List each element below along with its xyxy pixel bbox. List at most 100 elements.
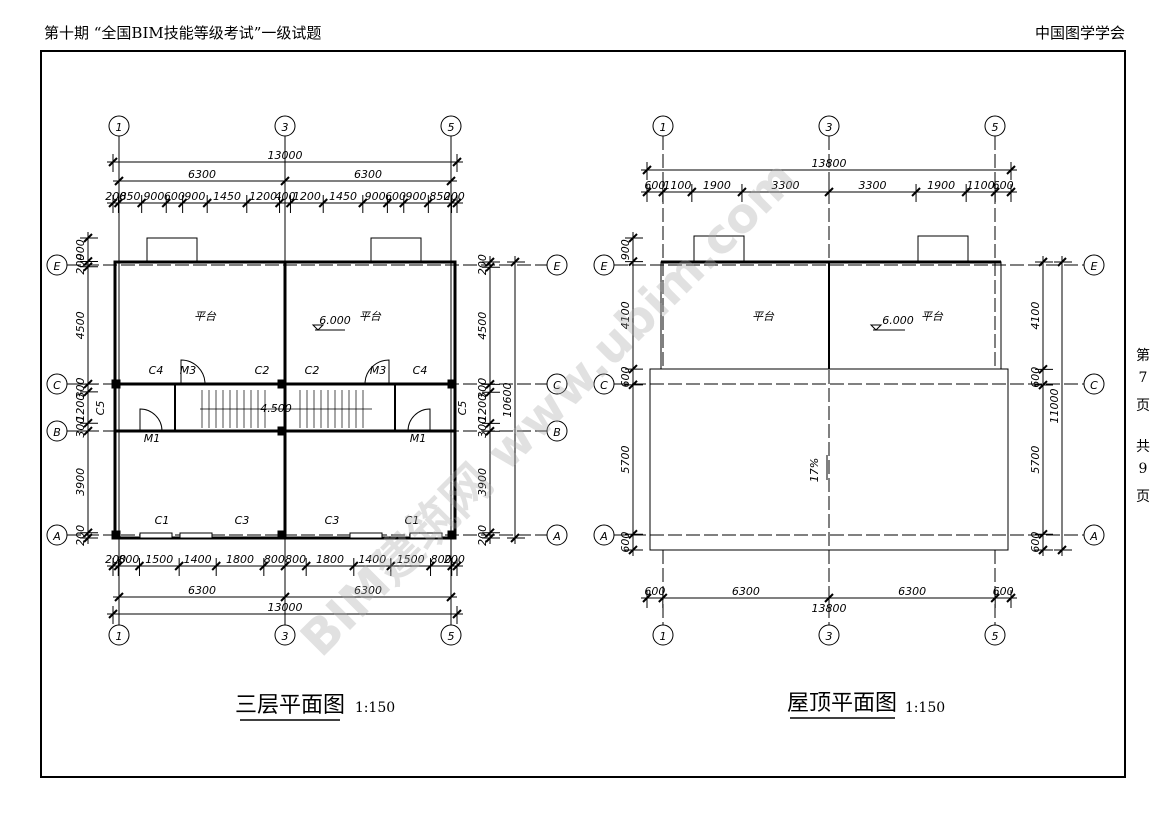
dimension-text: 6300 [188, 584, 216, 597]
dimension-text: 1100 [663, 179, 691, 192]
exam-title: 第十期 “全国BIM技能等级考试”一级试题 [44, 24, 322, 42]
elevation-label: 6.000 [882, 314, 914, 327]
plan-title: 三层平面图 [235, 693, 345, 718]
axis-label: 1 [116, 630, 123, 643]
window-c1 [409, 532, 443, 539]
dimension-text: 200 [74, 525, 87, 546]
axis-bubble [984, 624, 1006, 646]
dimension-text: 600 [993, 585, 1014, 598]
axis-label: C [1090, 379, 1098, 392]
axis-bubble [593, 373, 615, 395]
room-label: 平台 [752, 310, 775, 323]
dimension-text: 800 [264, 553, 285, 566]
axis-bubble [440, 624, 462, 646]
dimension-text: 5700 [1029, 446, 1042, 474]
room-label: 平台 [359, 310, 382, 323]
dimension-text: 300 [74, 417, 87, 438]
dimension-text: 200 [74, 254, 87, 275]
room-label: 平台 [194, 310, 217, 323]
window-c3 [179, 532, 213, 539]
opening-label: C1 [405, 514, 420, 527]
axis-label: 3 [282, 121, 289, 134]
axis-label: A [599, 530, 608, 543]
page-total: 9 [1138, 461, 1148, 477]
dimension-text: 600 [1029, 532, 1042, 553]
balcony-box-left [146, 237, 198, 263]
dimension-text: 6300 [354, 168, 382, 181]
dimension-text: 300 [476, 417, 489, 438]
dimension-text: 6300 [732, 585, 760, 598]
page-label-ye2: 页 [1136, 489, 1150, 505]
dimension-text: 600 [993, 179, 1014, 192]
window-c1 [139, 532, 173, 539]
dimension-text: 300 [476, 378, 489, 399]
elevation-mark [311, 324, 345, 331]
axis-bubble [984, 115, 1006, 137]
dimension-text: 13800 [812, 157, 847, 170]
stair-elevation-label: 4.500 [260, 402, 292, 415]
axis-label: 5 [992, 121, 999, 134]
dimension-text: 850 [120, 190, 141, 203]
plan-scale: 1:150 [355, 700, 395, 716]
column [447, 379, 457, 389]
dimension-text: 800 [118, 553, 139, 566]
axis-bubble [1083, 524, 1105, 546]
dimension-text: 1200 [74, 394, 87, 422]
axis-bubble [818, 115, 840, 137]
elevation-label: 6.000 [319, 314, 351, 327]
dimension-text: 800 [431, 553, 452, 566]
plan-title: 屋顶平面图 [787, 691, 897, 716]
dimension-text: 13800 [812, 602, 847, 615]
door-swing-m3 [180, 359, 206, 385]
dimension-text: 4500 [74, 311, 87, 339]
axis-bubble [593, 254, 615, 276]
dimension-text: 6300 [354, 584, 382, 597]
opening-label: M1 [144, 432, 161, 445]
axis-bubble [108, 115, 130, 137]
opening-label: M3 [370, 364, 387, 377]
door-swing-m3 [364, 359, 390, 385]
axis-label: E [1091, 260, 1098, 273]
axis-bubble [274, 624, 296, 646]
axis-label: E [601, 260, 608, 273]
dimension-text: 900 [143, 190, 164, 203]
column [277, 530, 287, 540]
dimension-text: 1500 [397, 553, 425, 566]
roof-box-right [917, 235, 969, 263]
dimension-text: 3300 [859, 179, 887, 192]
opening-label: C4 [149, 364, 164, 377]
axis-bubble [546, 524, 568, 546]
axis-label: 5 [448, 121, 455, 134]
axis-label: A [552, 530, 561, 543]
axis-label: A [52, 530, 61, 543]
dimension-text: 4100 [619, 301, 632, 329]
axis-label: E [54, 260, 61, 273]
axis-bubble [440, 115, 462, 137]
axis-bubble [546, 254, 568, 276]
axis-bubble [46, 254, 68, 276]
dimension-text: 1400 [358, 553, 386, 566]
dimension-text: 600 [619, 366, 632, 387]
dimension-text: 1900 [927, 179, 955, 192]
window-c3 [349, 532, 383, 539]
dimension-text: 600 [644, 179, 665, 192]
axis-label: 1 [660, 630, 667, 643]
door-swing-m1 [139, 408, 163, 432]
axis-bubble [108, 624, 130, 646]
axis-label: 3 [826, 121, 833, 134]
axis-bubble [652, 624, 674, 646]
opening-label: C1 [155, 514, 170, 527]
opening-label: C2 [305, 364, 320, 377]
column [277, 426, 287, 436]
axis-label: 1 [660, 121, 667, 134]
opening-label: C5 [94, 401, 107, 416]
dimension-text: 900 [365, 190, 386, 203]
dimension-text: 1900 [703, 179, 731, 192]
axis-bubble [274, 115, 296, 137]
door-swing-m1 [407, 408, 431, 432]
organization: 中国图学学会 [1034, 24, 1125, 42]
axis-label: 1 [116, 121, 123, 134]
dimension-text: 13000 [268, 149, 303, 162]
dimension-text: 1450 [329, 190, 357, 203]
axis-label: 5 [992, 630, 999, 643]
